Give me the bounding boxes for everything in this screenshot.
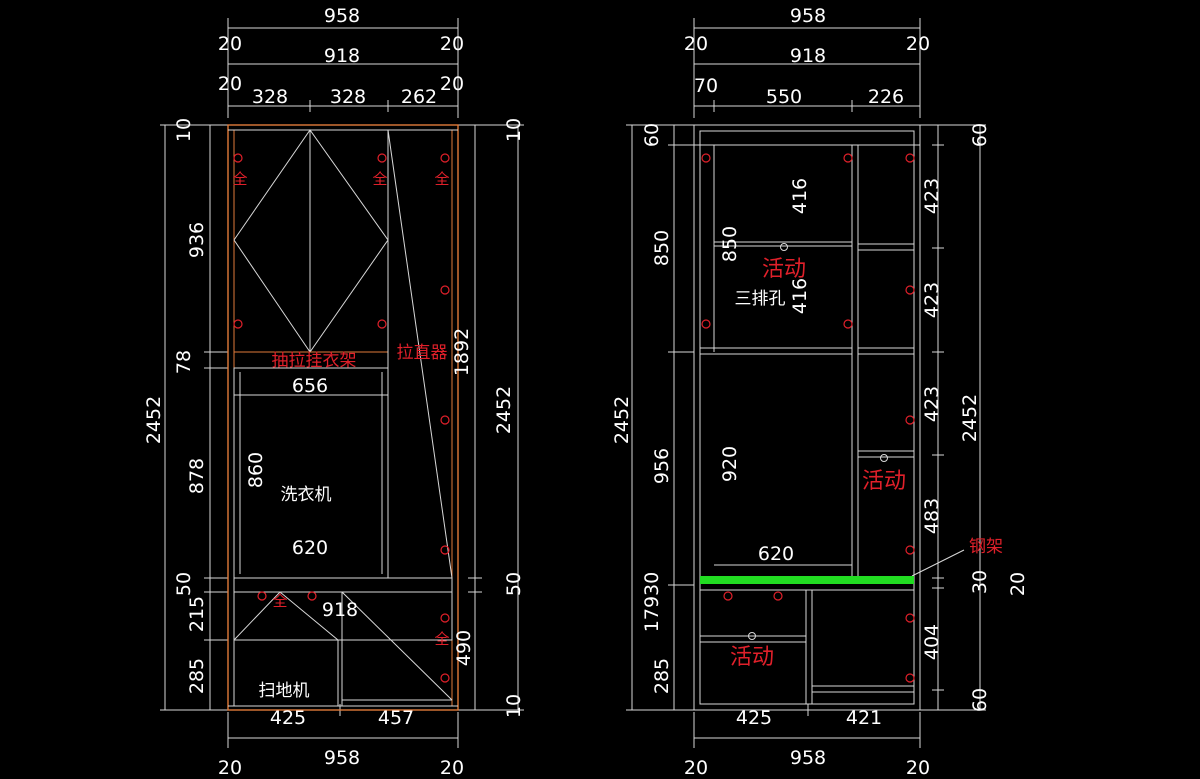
rod-label: 拉直器 [397, 343, 448, 363]
dim-text: 550 [766, 86, 802, 108]
dim-text: 425 [270, 707, 306, 729]
dim-text: 20 [684, 33, 708, 55]
dim-text: 285 [186, 658, 208, 694]
dim-text: 425 [736, 707, 772, 729]
left-labels: 958 20 918 20 20 328 328 262 20 10 936 7… [143, 5, 525, 779]
dim-text: 2452 [611, 396, 633, 444]
dim-text: 10 [503, 118, 525, 142]
dim-text: 620 [758, 543, 794, 565]
left-cabinet [227, 124, 459, 711]
dim-text: 70 [694, 75, 718, 97]
dim-text: 328 [330, 86, 366, 108]
dim-text: 328 [252, 86, 288, 108]
dim-text: 1892 [451, 328, 473, 376]
dim-text: 918 [324, 45, 360, 67]
right-cabinet [693, 124, 965, 711]
hinge-label: 全 [434, 630, 449, 648]
dim-text: 423 [921, 282, 943, 318]
movable-label: 活动 [762, 257, 806, 282]
dim-text: 2452 [959, 394, 981, 442]
dim-text: 20 [218, 757, 242, 779]
movable-label: 活动 [862, 469, 906, 494]
vacuum-label: 扫地机 [259, 681, 310, 701]
dim-text: 20 [906, 757, 930, 779]
dim-text: 10 [173, 118, 195, 142]
dim-text: 285 [651, 658, 673, 694]
dim-text: 958 [324, 5, 360, 27]
dim-text: 30 [969, 570, 991, 594]
dim-text: 20 [684, 757, 708, 779]
dim-text: 483 [921, 498, 943, 534]
dim-text: 20 [218, 73, 242, 95]
dim-text: 958 [324, 747, 360, 769]
dim-text: 20 [1007, 572, 1029, 596]
dim-text: 404 [921, 624, 943, 660]
dim-text: 17930 [641, 572, 663, 632]
dim-text: 2452 [493, 386, 515, 434]
movable-label: 活动 [730, 645, 774, 670]
dim-text: 60 [969, 688, 991, 712]
hinge-label: 全 [272, 592, 287, 610]
right-hole-marks [701, 153, 915, 683]
dim-text: 416 [789, 178, 811, 214]
dim-text: 60 [969, 123, 991, 147]
hinge-label: 全 [372, 170, 387, 188]
washer-label: 洗衣机 [281, 485, 332, 505]
pull-hanger-label: 抽拉挂衣架 [272, 351, 357, 371]
left-elevation [160, 18, 524, 748]
dim-text: 60 [641, 123, 663, 147]
dim-text: 423 [921, 178, 943, 214]
dim-text: 78 [173, 350, 195, 374]
dim-text: 850 [651, 230, 673, 266]
dim-text: 423 [921, 386, 943, 422]
dim-text: 958 [790, 747, 826, 769]
right-elevation [626, 18, 986, 748]
dim-text: 936 [186, 222, 208, 258]
dim-text: 215 [186, 596, 208, 632]
dim-text: 457 [378, 707, 414, 729]
dim-text: 490 [453, 630, 475, 666]
dim-text: 956 [651, 448, 673, 484]
hinge-label: 全 [434, 170, 449, 188]
three-holes-label: 三排孔 [735, 289, 786, 309]
dim-text: 656 [292, 375, 328, 397]
dim-text: 50 [173, 572, 195, 596]
dim-text: 860 [245, 452, 267, 488]
dim-text: 918 [322, 599, 358, 621]
hinge-label: 全 [232, 170, 247, 188]
dim-text: 20 [440, 73, 464, 95]
dim-text: 20 [440, 33, 464, 55]
dim-text: 958 [790, 5, 826, 27]
dim-text: 20 [906, 33, 930, 55]
dim-text: 20 [218, 33, 242, 55]
right-labels: 958 20 918 20 70 550 226 60 850 2452 956… [611, 5, 1029, 779]
dim-text: 918 [790, 45, 826, 67]
steel-frame-bar [700, 576, 914, 584]
steel-frame-label: 钢架 [969, 537, 1003, 557]
dim-text: 10 [503, 694, 525, 718]
dim-text: 20 [440, 757, 464, 779]
dim-text: 878 [186, 458, 208, 494]
dim-text: 920 [719, 446, 741, 482]
dim-text: 850 [719, 226, 741, 262]
dim-text: 50 [503, 572, 525, 596]
dim-text: 620 [292, 537, 328, 559]
dim-text: 226 [868, 86, 904, 108]
dim-text: 416 [789, 278, 811, 314]
dim-text: 421 [846, 707, 882, 729]
dim-text: 262 [401, 86, 437, 108]
dim-text: 2452 [143, 396, 165, 444]
